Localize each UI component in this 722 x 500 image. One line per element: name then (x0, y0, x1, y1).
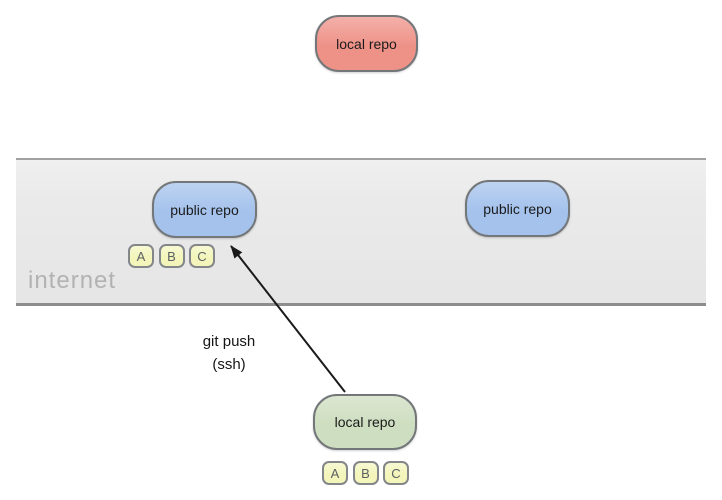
commit-chip-b: B (158, 244, 185, 268)
node-local-repo-label: local repo (334, 414, 396, 430)
git-push-label: git push (ssh) (169, 330, 289, 376)
node-public-repo-left-label: public repo (170, 201, 239, 218)
node-local-repo: local repo (313, 394, 417, 450)
internet-band (16, 158, 706, 306)
node-public-repo-left: public repo (152, 181, 257, 238)
node-remote-local-repo: local repo (315, 15, 418, 72)
commit-chip-a: A (128, 244, 154, 268)
commit-chip-a: A (322, 461, 348, 485)
commit-chip-c: C (189, 244, 215, 268)
node-public-repo-right: public repo (465, 180, 570, 237)
commit-chip-c: C (383, 461, 409, 485)
commit-row-public-repo: A B C (128, 244, 215, 268)
internet-label: internet (28, 267, 117, 294)
git-push-label-line2: (ssh) (212, 356, 246, 373)
node-public-repo-right-label: public repo (483, 200, 552, 217)
commit-chip-b: B (352, 461, 379, 485)
node-remote-local-repo-label: local repo (336, 35, 397, 52)
git-push-label-line1: git push (202, 333, 256, 350)
commit-row-local-repo: A B C (322, 461, 409, 485)
